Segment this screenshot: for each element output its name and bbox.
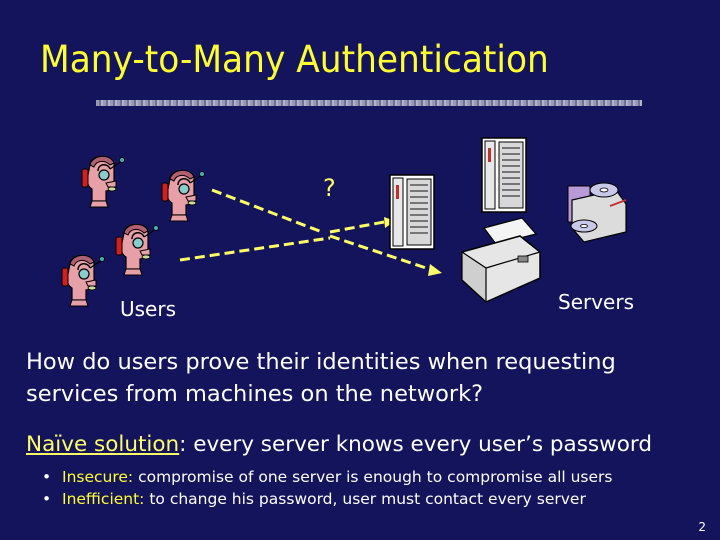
naive-solution: Naïve solution: every server knows every… bbox=[26, 432, 652, 457]
user-icon bbox=[81, 155, 126, 208]
user-icon bbox=[61, 254, 106, 307]
naive-heading: Naïve solution bbox=[26, 432, 180, 457]
bullet-highlight: Insecure: bbox=[62, 468, 134, 486]
servers-label: Servers bbox=[558, 290, 635, 314]
auth-arrows bbox=[179, 188, 433, 272]
unknown-auth-mark: ? bbox=[323, 174, 336, 202]
user-icon bbox=[161, 169, 206, 222]
bullet-dot: • bbox=[42, 468, 52, 486]
title-divider bbox=[96, 100, 642, 106]
slide-title: Many-to-Many Authentication bbox=[40, 38, 549, 81]
bullet-highlight: Inefficient: bbox=[62, 490, 145, 508]
bullet-text: compromise of one server is enough to co… bbox=[133, 468, 613, 486]
bullet-list: • Insecure: compromise of one server is … bbox=[42, 466, 613, 510]
users-label: Users bbox=[120, 297, 177, 321]
main-question: How do users prove their identities when… bbox=[26, 349, 616, 407]
cd-drive-icon bbox=[567, 182, 627, 243]
server-tower-icon bbox=[481, 137, 527, 213]
bullet-item: • Insecure: compromise of one server is … bbox=[42, 466, 613, 488]
bullet-dot: • bbox=[42, 490, 52, 508]
printer-icon bbox=[461, 217, 541, 304]
user-icon bbox=[115, 223, 160, 276]
page-number: 2 bbox=[698, 520, 706, 534]
bullet-item: • Inefficient: to change his password, u… bbox=[42, 488, 613, 510]
naive-description: : every server knows every user’s passwo… bbox=[179, 432, 652, 457]
server-tower-icon bbox=[389, 174, 435, 250]
bullet-text: to change his password, user must contac… bbox=[144, 490, 586, 508]
